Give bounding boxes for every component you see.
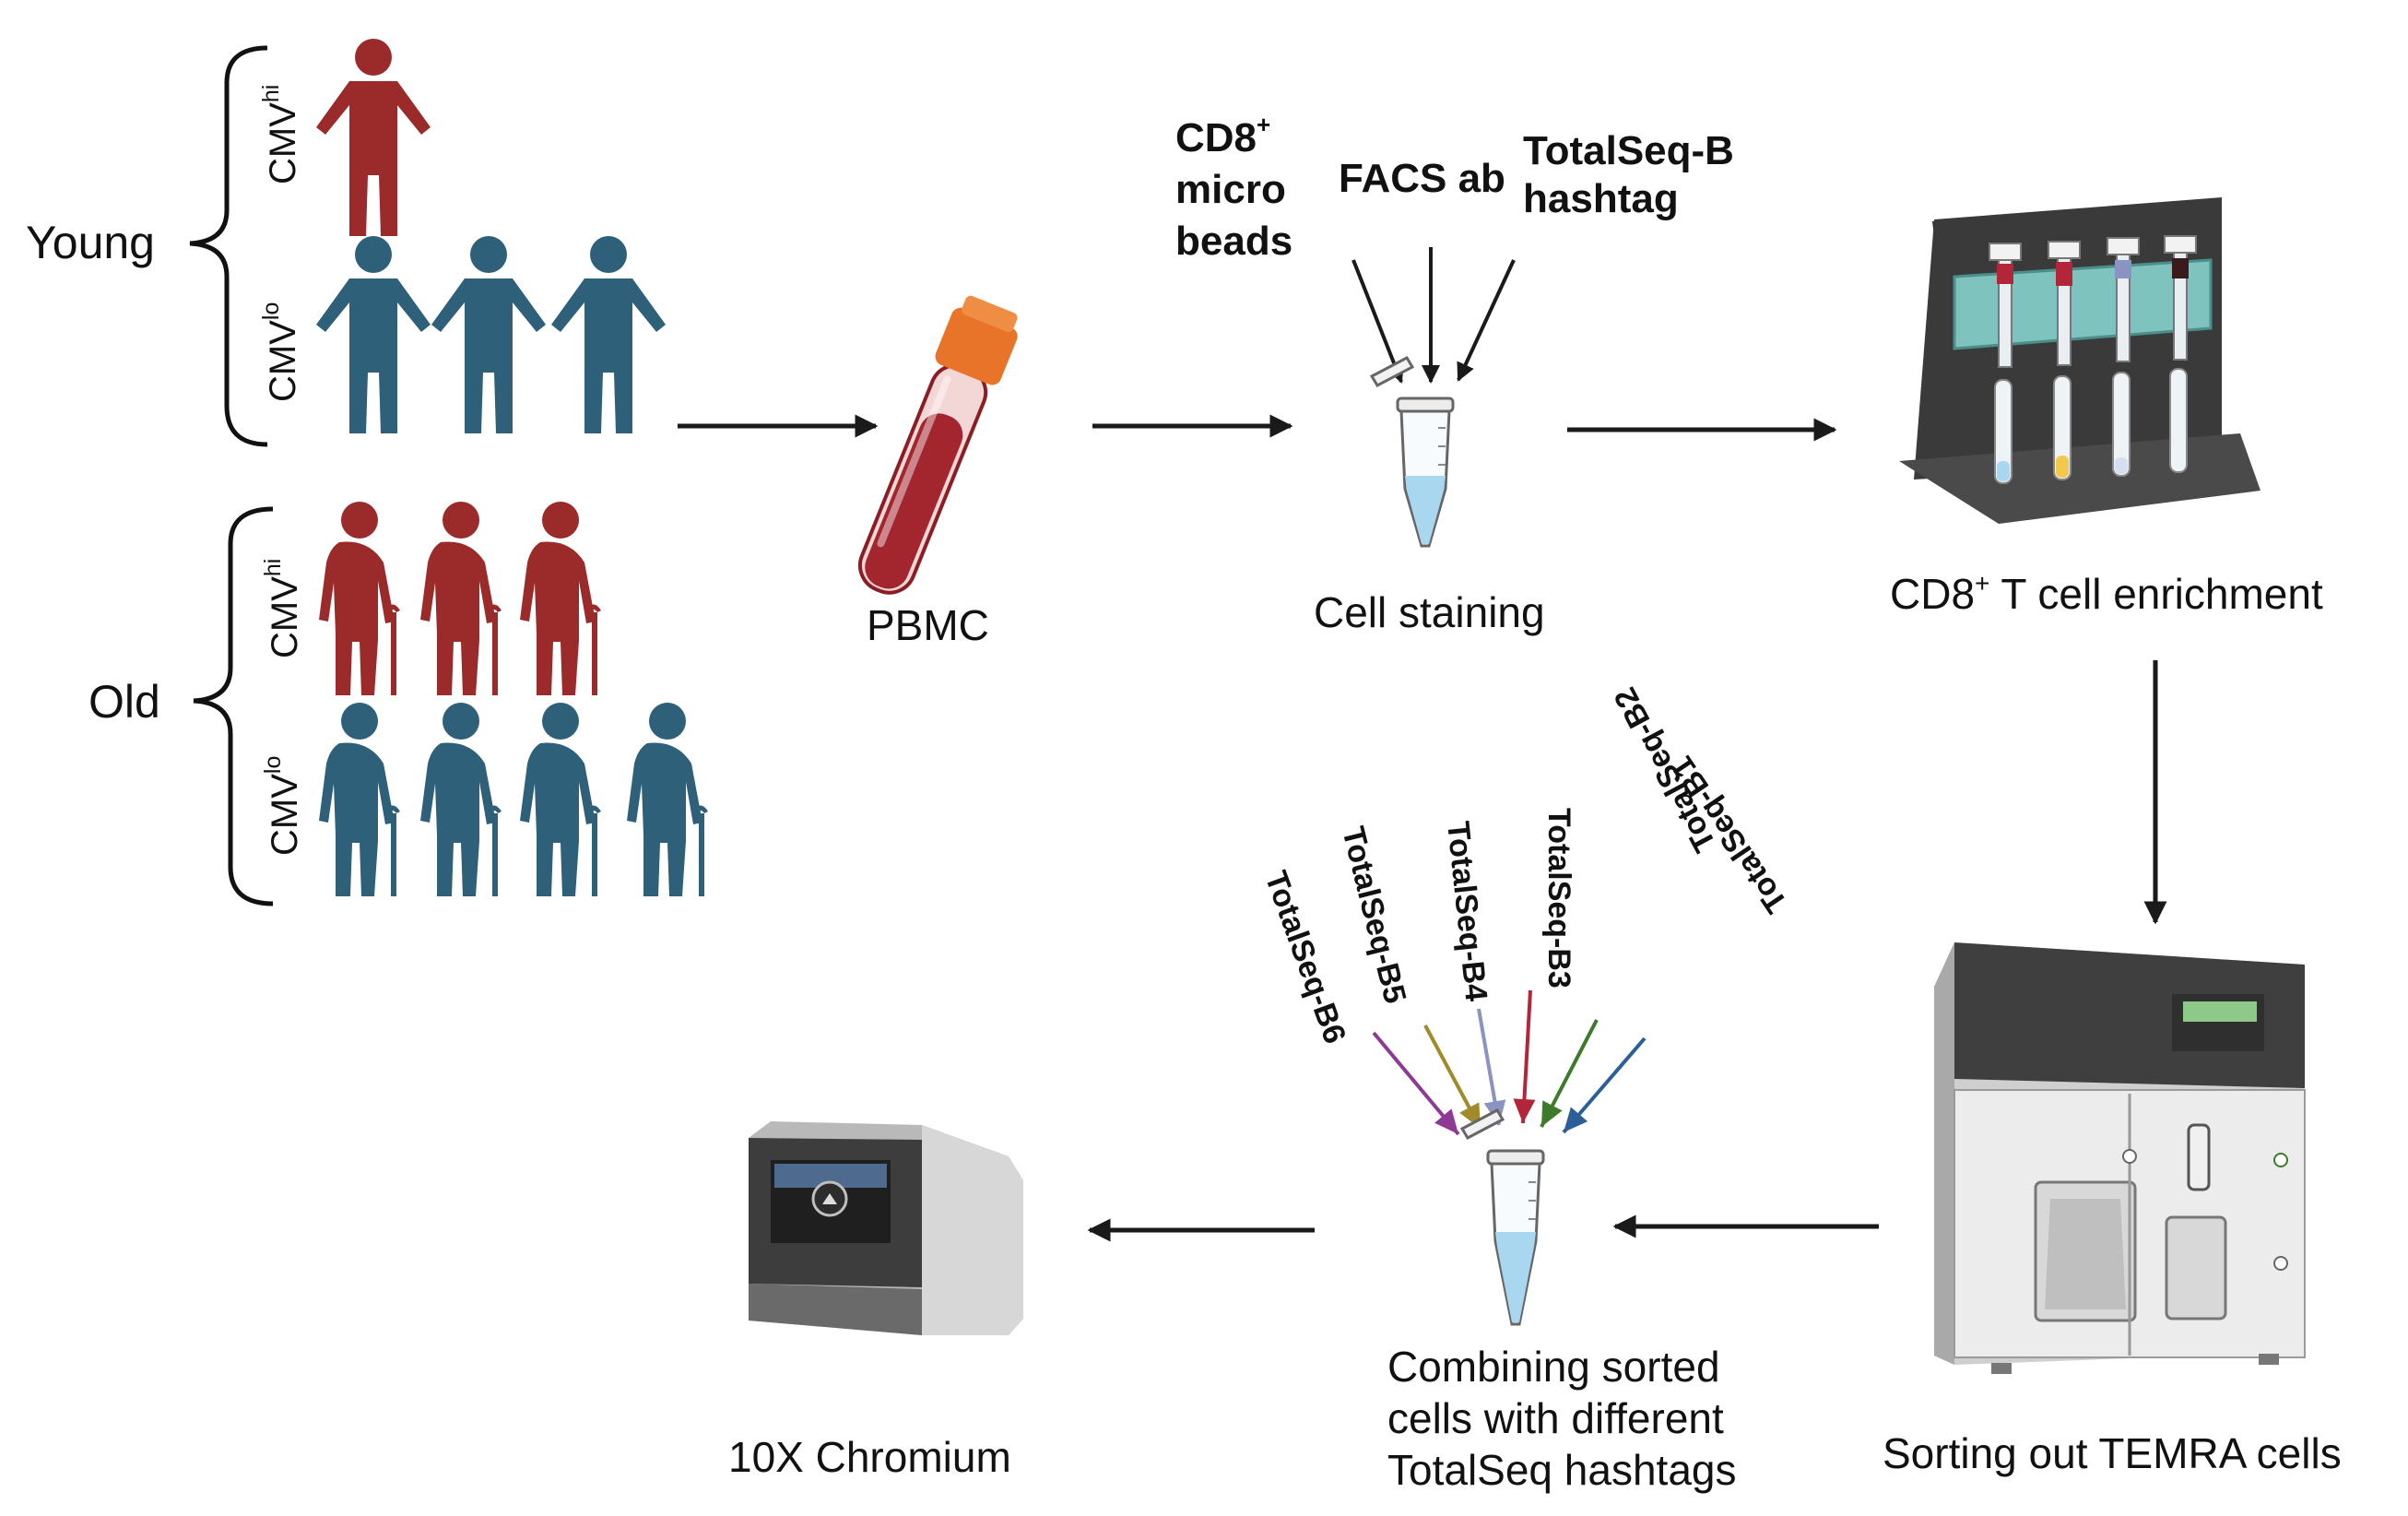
young-group: Young CMVhi CMVlo	[26, 39, 666, 447]
old-cmv-hi-elderly-icon	[319, 502, 601, 695]
magnetic-rack-icon	[1899, 197, 2260, 524]
hashtag-arrowhead-6	[1564, 1107, 1588, 1132]
chromium-label: 10X Chromium	[728, 1433, 1011, 1481]
old-cmv-lo-label: CMVlo	[260, 756, 305, 856]
staining-tube-icon	[1369, 356, 1455, 548]
young-cmv-lo-people-icon	[316, 236, 666, 433]
cell-sorter-icon	[1934, 942, 2306, 1374]
hashtag-label-1: TotalSeq-B6	[1257, 867, 1352, 1048]
hashtag-label-3: TotalSeq-B4	[1440, 820, 1493, 1003]
hashtag-arrowhead-1	[1434, 1108, 1458, 1134]
cd8-microbeads-label: CD8+ micro beads	[1175, 97, 1297, 264]
young-cmv-hi-label: CMVhi	[258, 85, 303, 184]
arrow-totalseq	[1457, 259, 1516, 382]
old-group: Old CMVhi CMVlo	[89, 502, 708, 906]
hashtag-arrowhead-4	[1513, 1098, 1536, 1123]
young-cmv-hi-person-icon	[316, 39, 431, 236]
hashtag-label-4: TotalSeq-B3	[1541, 808, 1576, 989]
blood-tube-icon	[857, 295, 1018, 595]
young-label: Young	[26, 217, 155, 268]
chromium-instrument-icon	[749, 1121, 1023, 1335]
cd8-enrichment-label: CD8+ T cell enrichment	[1890, 569, 2323, 618]
combining-tube-icon	[1459, 1108, 1545, 1326]
facs-ab-label: FACS ab	[1339, 156, 1505, 201]
young-brace	[189, 45, 268, 447]
young-cmv-lo-label: CMVlo	[258, 302, 303, 402]
combining-label: Combining sorted cells with different To…	[1387, 1343, 1737, 1494]
sorting-label: Sorting out TEMRA cells	[1883, 1429, 2342, 1477]
pbmc-label: PBMC	[867, 601, 989, 649]
old-label: Old	[89, 676, 160, 728]
arrow-cd8-beads	[1352, 259, 1404, 384]
hashtag-label-2: TotalSeq-B5	[1335, 823, 1412, 1007]
totalseq-hashtag-label: TotalSeq-B hashtag	[1523, 128, 1745, 221]
hashtag-arrowhead-5	[1541, 1100, 1563, 1127]
cell-staining-label: Cell staining	[1314, 588, 1545, 636]
old-brace	[193, 506, 274, 906]
old-cmv-lo-elderly-icon	[319, 703, 708, 896]
old-cmv-hi-label: CMVhi	[260, 559, 305, 658]
